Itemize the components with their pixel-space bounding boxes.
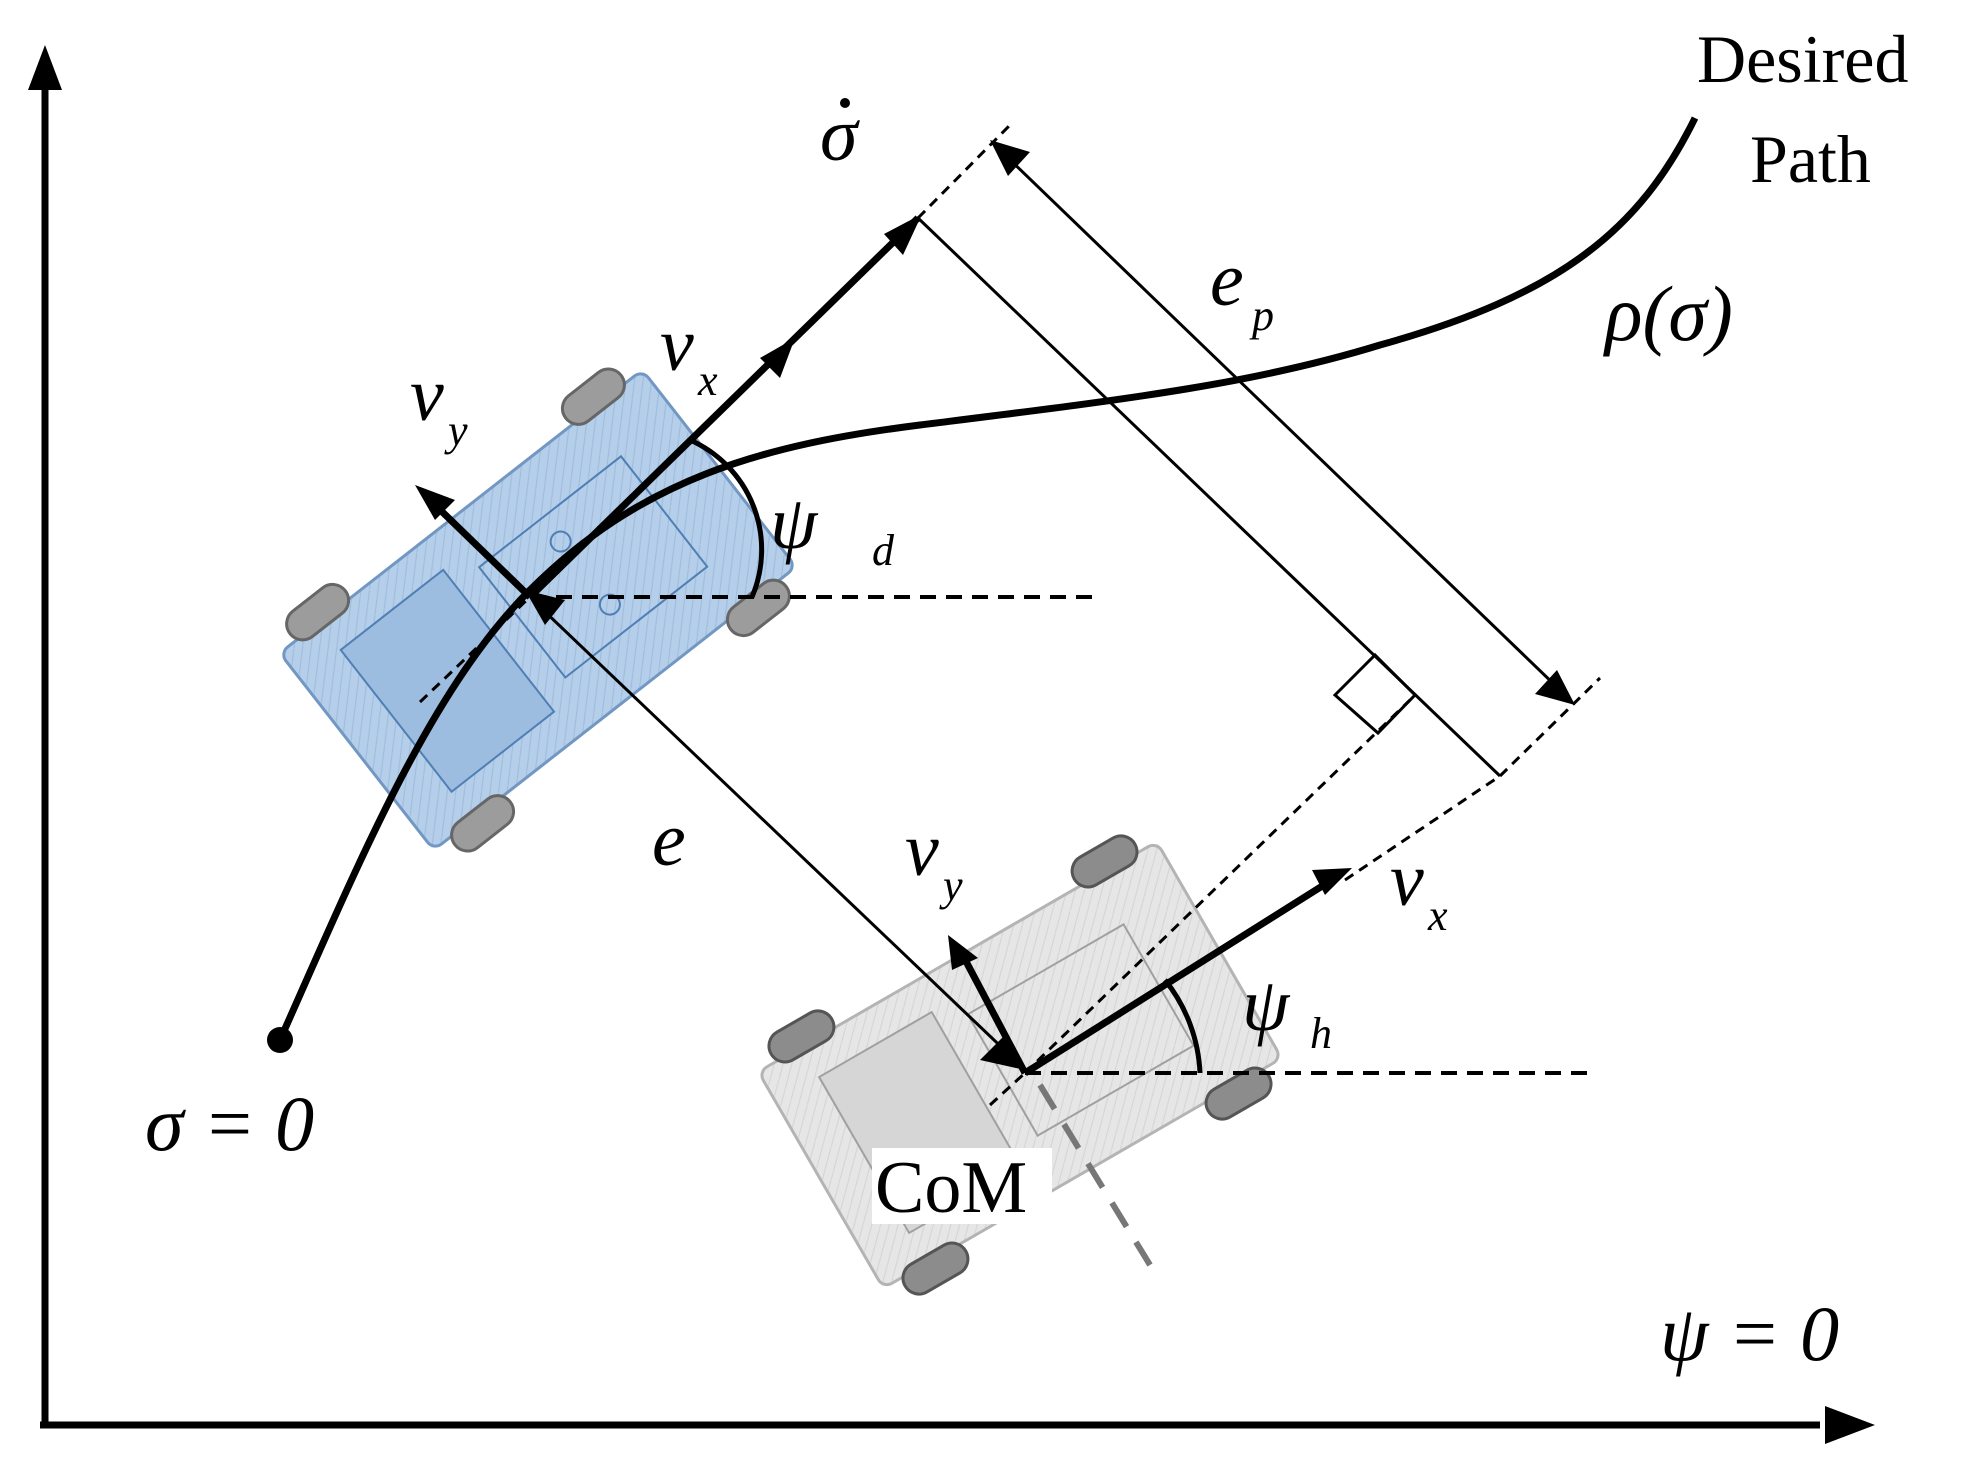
vx-desired-label: v: [660, 303, 694, 387]
sigma-zero-label: σ = 0: [145, 1080, 314, 1167]
wheel-icon: [767, 1009, 836, 1064]
vy-desired-arrowhead: [415, 485, 455, 520]
e-p-subscript: p: [1249, 291, 1274, 340]
vx-actual-label: v: [1390, 838, 1424, 922]
psi-zero-label: ψ = 0: [1660, 1290, 1839, 1377]
psi-d-arc: [688, 437, 765, 598]
vy-desired-label: v: [410, 353, 444, 437]
vx-desired-arrowhead: [884, 214, 922, 255]
actual-body-axis-dashed: [1037, 1083, 1153, 1267]
vx-actual-subscript: x: [1427, 891, 1448, 940]
wheel-icon: [1070, 834, 1139, 889]
wheel-icon: [285, 582, 351, 642]
sigma-dot-label: σ: [820, 93, 860, 177]
y-axis-arrow: [28, 45, 62, 90]
psi-h-arc: [1163, 978, 1203, 1074]
actual-vx-extension-dashed: [1344, 774, 1501, 882]
com-label-background: [872, 1148, 1052, 1224]
wheel-icon: [450, 794, 516, 853]
e-vector-arrowhead-bottom: [980, 1035, 1025, 1070]
vy-actual-arrow: [956, 948, 1029, 1075]
psi-d-subscript: d: [872, 526, 895, 575]
ep-arrowhead-top: [990, 140, 1030, 176]
path-start-point: [267, 1027, 293, 1053]
e-p-label: e: [1210, 238, 1244, 322]
ep-line: [1003, 153, 1562, 692]
wheel-icon: [1204, 1066, 1273, 1121]
vx-actual-arrow: [1023, 875, 1337, 1076]
x-axis-arrow: [1825, 1406, 1875, 1444]
tangent-dashed-desired: [418, 595, 532, 704]
wheel-icon: [901, 1241, 970, 1296]
e-vector-arrowhead-top: [525, 590, 565, 625]
axes: [28, 45, 1875, 1444]
sigma-dot-marker: [840, 98, 850, 108]
psi-h-subscript: h: [1310, 1009, 1332, 1058]
desired-path-curve: [276, 116, 1699, 1042]
psi-h-label: ψ: [1242, 963, 1291, 1047]
vy-desired-arrow: [427, 497, 533, 600]
vy-actual-arrowhead: [948, 935, 978, 970]
e-label: e: [652, 798, 686, 882]
vx-desired-arrow: [527, 215, 921, 600]
psi-d-label: ψ: [770, 481, 819, 565]
vy-actual-subscript: y: [939, 861, 963, 910]
right-angle-marker: [1332, 652, 1418, 736]
com-label: CoM: [875, 1147, 1027, 1229]
vx-desired-subscript: x: [697, 356, 718, 405]
wheel-icon: [560, 367, 626, 426]
ep-arrowhead-bottom: [1535, 670, 1575, 705]
e-vector-line: [538, 605, 1017, 1062]
desired-path-label-line2: Path: [1750, 121, 1871, 197]
vy-actual-label: v: [905, 808, 939, 892]
vx-desired-mid-arrowhead: [760, 338, 795, 378]
vx-actual-arrowhead: [1312, 868, 1352, 895]
vx-extension-dashed: [916, 121, 1014, 220]
vy-desired-subscript: y: [444, 406, 468, 455]
desired-path-label-line1: Desired: [1697, 21, 1908, 97]
ep-bottom-dashed: [1498, 676, 1602, 778]
projection-dashed: [1023, 698, 1412, 1075]
actual-tangent-dashed: [988, 1071, 1027, 1107]
rho-sigma-label: ρ(σ): [1603, 270, 1733, 357]
